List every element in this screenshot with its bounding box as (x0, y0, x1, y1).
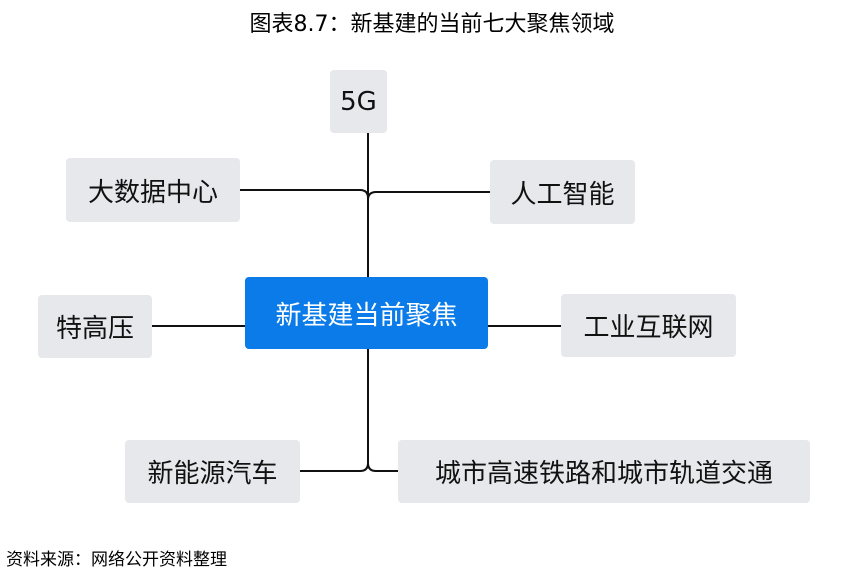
center-node: 新基建当前聚焦 (245, 277, 488, 349)
node-5g: 5G (330, 70, 387, 133)
node-ai: 人工智能 (490, 160, 635, 224)
line-big-data (240, 189, 369, 199)
node-big-data: 大数据中心 (66, 158, 240, 222)
node-nev: 新能源汽车 (125, 440, 300, 503)
node-iiot: 工业互联网 (561, 294, 736, 357)
line-nev (300, 462, 369, 472)
source-note: 资料来源：网络公开资料整理 (6, 550, 227, 570)
line-rail (367, 462, 398, 472)
node-rail: 城市高速铁路和城市轨道交通 (398, 440, 810, 503)
line-ai (367, 191, 490, 201)
node-uhv: 特高压 (38, 295, 152, 358)
figure-title: 图表8.7：新基建的当前七大聚焦领域 (249, 12, 615, 37)
